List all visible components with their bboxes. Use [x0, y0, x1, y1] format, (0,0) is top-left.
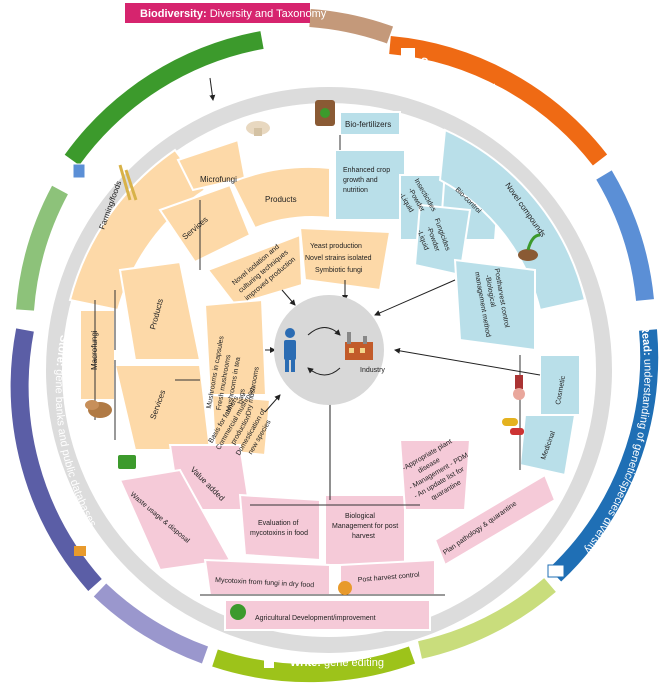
cycle-arrow-top: [307, 327, 341, 336]
yeast-box: [298, 226, 392, 292]
cosmetic-icon: [513, 375, 525, 400]
enhanced-crop-box: [334, 149, 406, 221]
scan-arc: [389, 36, 608, 166]
note-icon: [72, 163, 86, 179]
mushrooms-box: [203, 298, 268, 396]
novel-isolation-box: [206, 233, 304, 307]
bracket-lines: [94, 135, 521, 596]
industry-icon: [345, 332, 373, 360]
evaluation-box: [238, 493, 321, 562]
biological-mgmt-label: Biological Management for post harvest: [332, 513, 400, 540]
container-icon: [118, 455, 136, 469]
basis-box: [210, 393, 272, 457]
plant-pathology-box: [433, 473, 557, 567]
postharvest-box: [453, 258, 536, 352]
products-mid-box: [118, 260, 202, 361]
pumpkin-icon: [338, 581, 352, 595]
biodiversity-banner: [125, 3, 310, 23]
fertilizer-bag-icon: [315, 100, 335, 126]
services-top-box: [158, 183, 252, 264]
cycle-arrow-bottom: [307, 367, 341, 376]
enhanced-crop-label: Enhanced crop growth and nutrition: [343, 167, 392, 194]
plant-disease-box: [398, 439, 472, 511]
pathology-sector: [118, 439, 557, 631]
read-to-write-arc: [417, 578, 556, 659]
mushrooms-label: Mushrooms in capsules Fresh mushrooms Mu…: [206, 334, 265, 416]
ginger-mushroom-icon: [85, 400, 112, 418]
scan-to-read-arc: [596, 170, 654, 301]
plant-seedling-icon: [518, 233, 541, 261]
mushrooms-group: Mushrooms in capsules Fresh mushrooms Mu…: [206, 334, 265, 416]
write-to-store-arc: [93, 583, 209, 664]
store-to-app-arc: [16, 185, 68, 311]
industry-label: Industry: [360, 367, 385, 374]
medicinal-box: [518, 414, 577, 477]
capsule-icon: [502, 418, 524, 435]
database-icon: [74, 546, 86, 556]
center-disc: [274, 295, 384, 405]
microfungi-label: Microfungi: [200, 175, 237, 184]
health-sector: [518, 354, 581, 477]
field-icon: [230, 604, 246, 620]
wheat-icon: [118, 164, 138, 201]
outer-grey-ring: [46, 87, 612, 653]
bio-fertilizers-label: Bio-fertilizers: [345, 120, 391, 129]
products-top-label: Products: [265, 195, 297, 204]
food-sector: [68, 138, 392, 457]
write-arc: [212, 646, 416, 683]
agri-dev-box: [224, 599, 431, 631]
cosmetic-box: [539, 354, 581, 416]
macrofungi-label: Macrofungi: [90, 330, 99, 370]
agriculture-sector: [334, 111, 587, 352]
evaluation-label: Evaluation of mycotoxins in food: [250, 520, 308, 537]
read-arc: [548, 329, 659, 582]
agri-dev-label: Agricultural Development/improvement: [255, 615, 376, 622]
bio-fertilizers-box: [339, 111, 401, 136]
write-label: Write: gene editing: [290, 657, 384, 669]
bio-to-scan-arc: [309, 9, 394, 44]
person-icon: [284, 328, 296, 372]
mushroom-top-icon: [246, 121, 270, 136]
services-mid-box: [113, 364, 212, 451]
microscope-icon: [401, 48, 415, 62]
novel-compounds-box: [438, 128, 587, 312]
products-top-box: [230, 165, 331, 230]
flow-arrows: [209, 77, 541, 500]
biodiversity-label: Biodiversity: Diversity and Taxonomy: [140, 8, 327, 20]
yeast-label: Yeast production Novel strains isolated …: [305, 243, 373, 274]
book-icon: [547, 564, 565, 578]
store-arc: [10, 328, 102, 591]
pen-icon: [264, 656, 274, 668]
application-arc: [64, 31, 264, 166]
